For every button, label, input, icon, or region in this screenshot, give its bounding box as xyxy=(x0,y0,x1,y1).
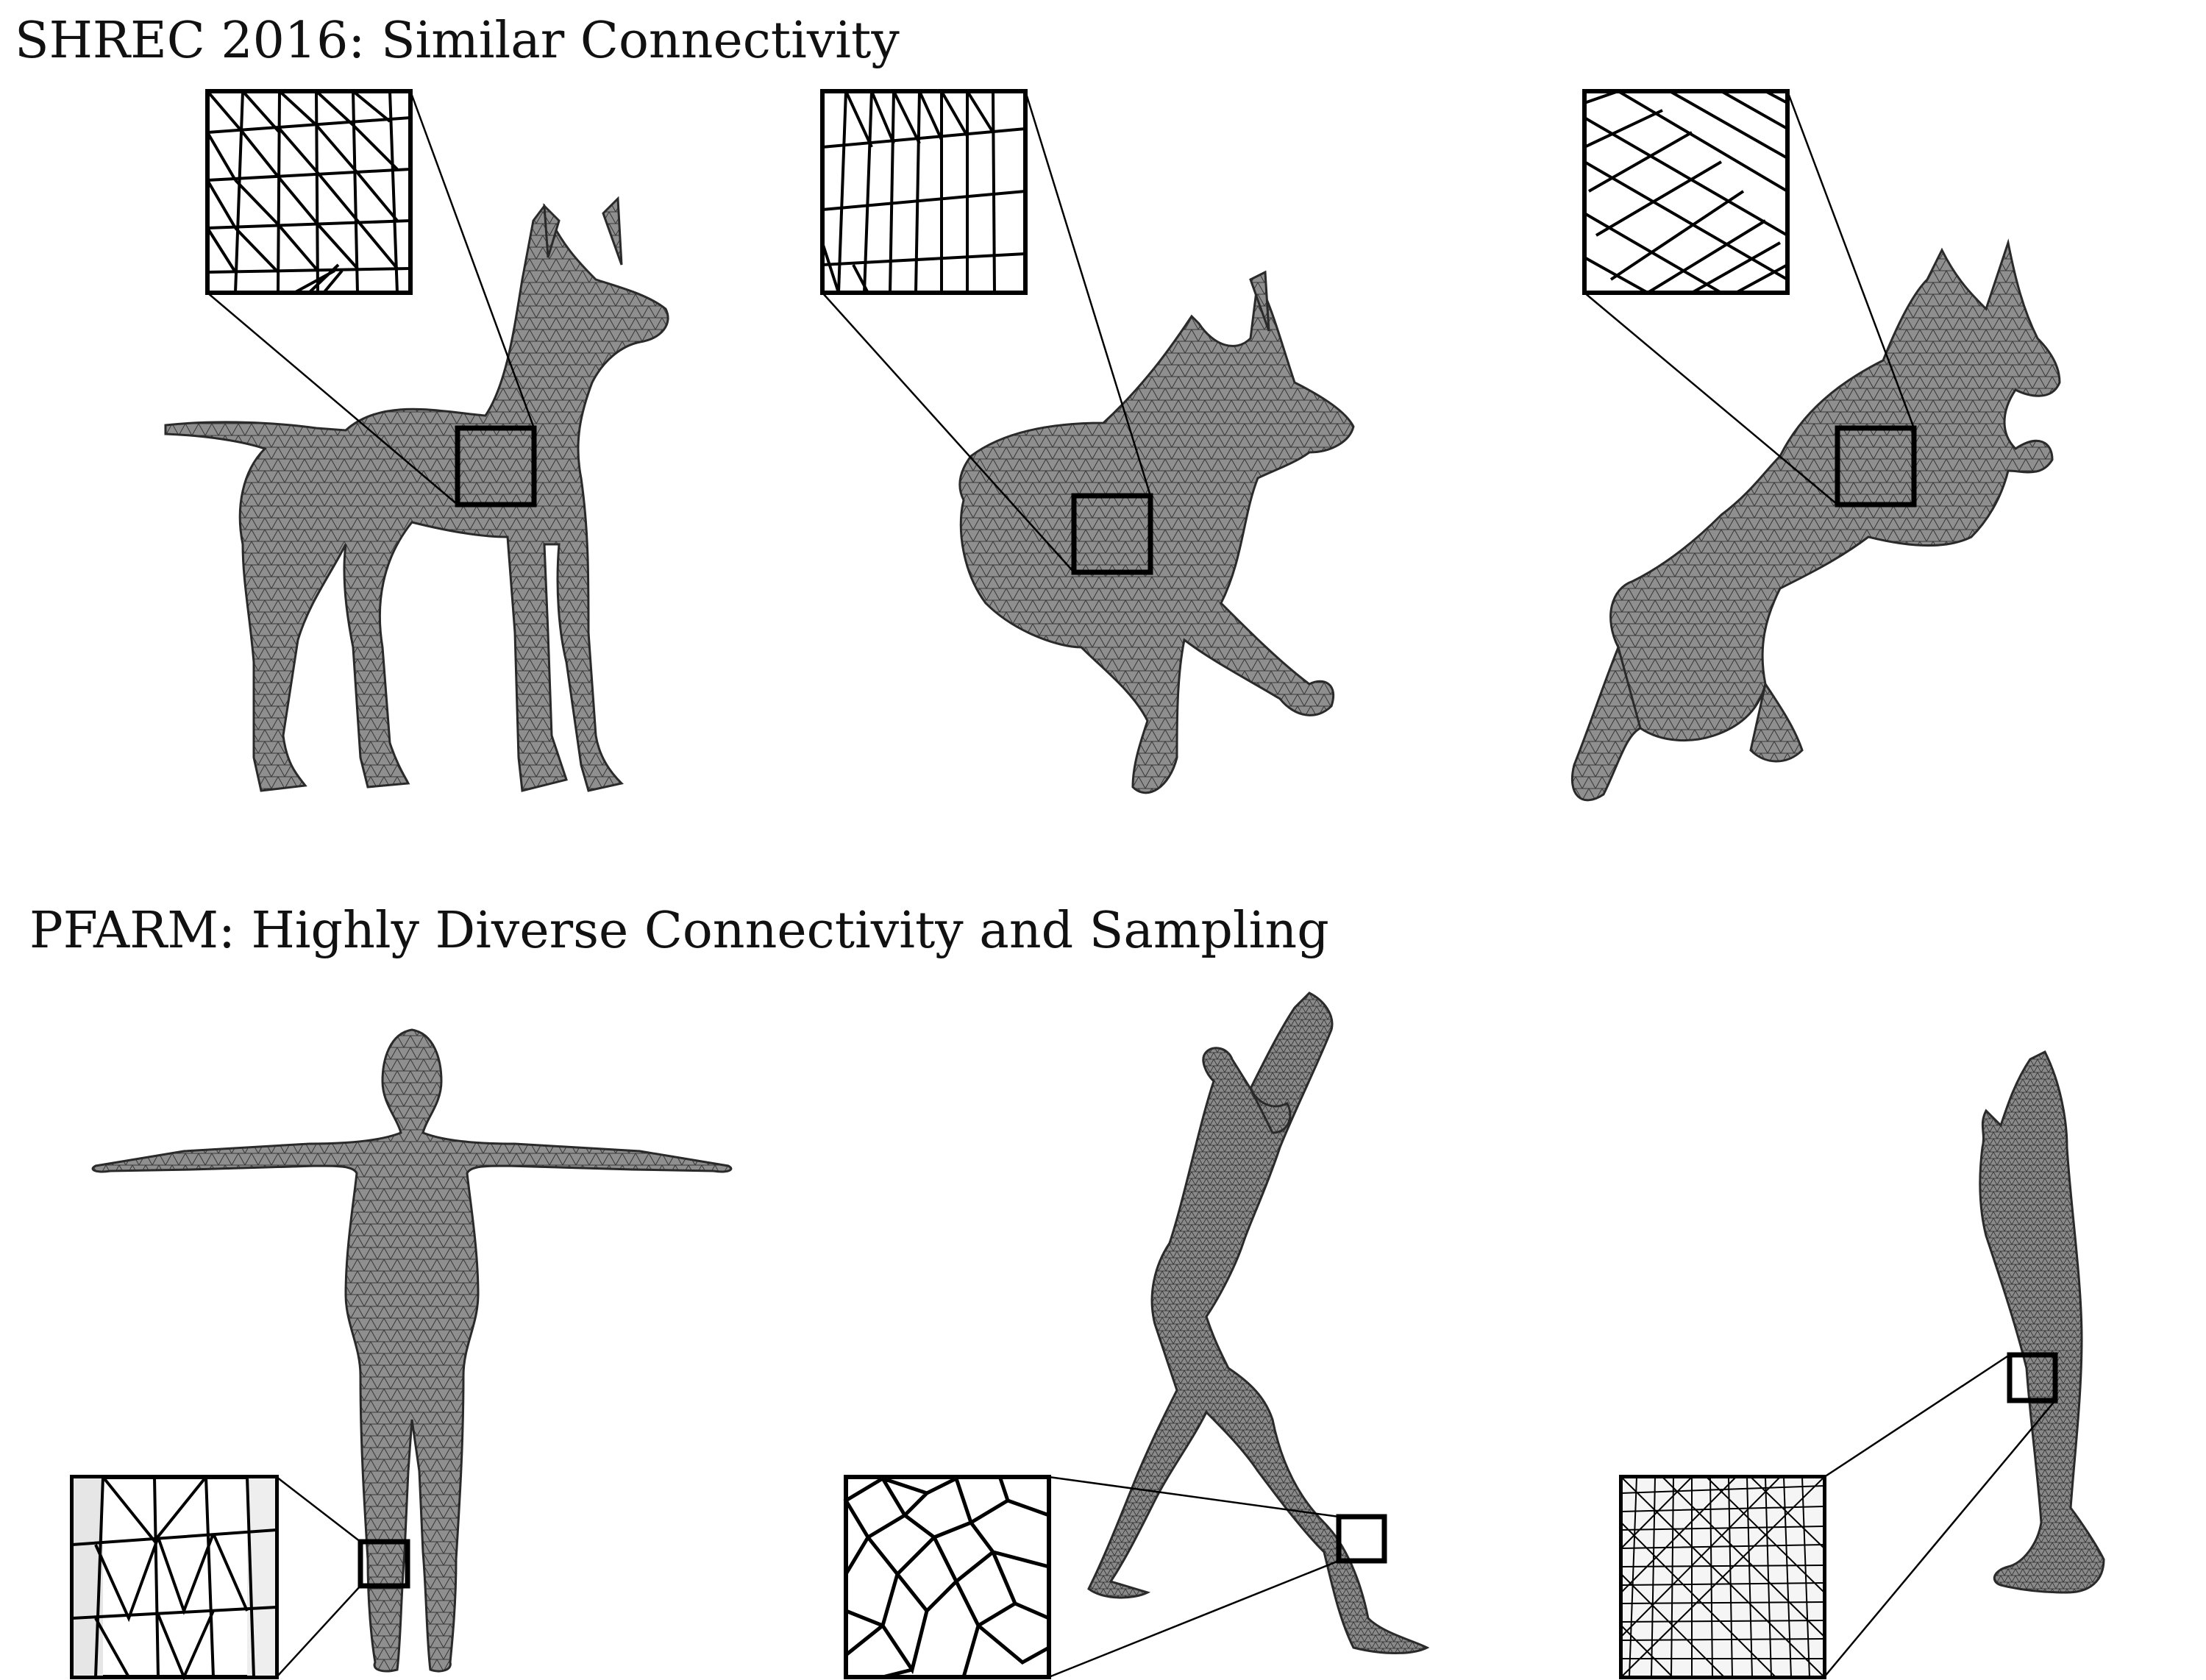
section-title-pfarm: PFARM: Highly Diverse Connectivity and S… xyxy=(29,902,1329,960)
human-tpose-inset xyxy=(70,1475,279,1680)
human-leg-inset xyxy=(1619,1475,1826,1679)
dog-leaping-inset xyxy=(1582,89,1790,295)
dog-crouching-inset xyxy=(820,89,1028,295)
dog-leaping-zoom-box xyxy=(1835,425,1917,508)
human-tpose-mesh xyxy=(70,1028,733,1680)
human-lunge-inset xyxy=(843,1475,1051,1679)
dog-standing-mesh xyxy=(164,89,669,792)
dog-crouching-mesh xyxy=(820,89,1355,794)
section-title-shrec: SHREC 2016: Similar Connectivity xyxy=(15,12,900,70)
human-tpose-zoom-box xyxy=(357,1539,410,1589)
human-lunge-mesh xyxy=(843,992,1430,1679)
human-leg-mesh xyxy=(1619,1050,2105,1679)
dog-leaping-mesh xyxy=(1570,89,2061,802)
dog-standing-zoom-box xyxy=(455,425,537,508)
human-lunge-zoom-box xyxy=(1336,1514,1387,1564)
human-leg-zoom-box xyxy=(2007,1352,2058,1403)
dog-crouching-zoom-box xyxy=(1071,493,1153,575)
dog-standing-inset xyxy=(205,89,413,295)
